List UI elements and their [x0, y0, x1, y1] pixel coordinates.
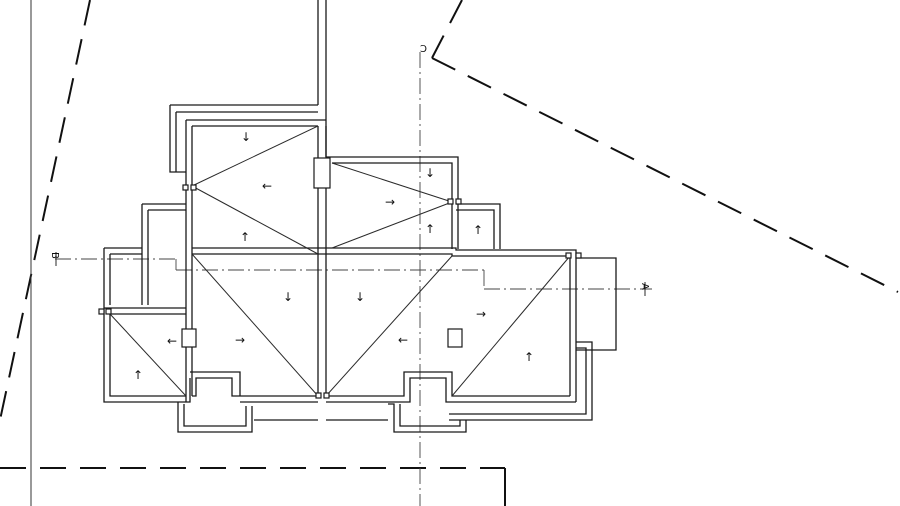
- access-path: [317, 0, 327, 105]
- roof-planes: [103, 119, 577, 403]
- section-labels: C B A: [49, 42, 650, 290]
- eaves-outline: [103, 104, 617, 433]
- section-axes: [55, 52, 652, 506]
- slope-mark: ↑: [240, 230, 250, 244]
- slope-mark: ↑: [425, 222, 435, 236]
- slope-mark: →: [235, 333, 245, 347]
- slope-mark: ↓: [283, 290, 293, 304]
- slope-mark: ←: [398, 333, 408, 347]
- slope-mark: →: [476, 307, 486, 321]
- section-mark-a: A: [639, 283, 650, 290]
- slope-marks: ↓ ← ↑ → ↓ ↑ ↑ ↓ ↓ → ← → ↑ ← → ↑: [133, 130, 534, 382]
- chimneys: [181, 157, 463, 348]
- slope-mark: ↓: [241, 130, 251, 144]
- section-mark-b: B: [49, 252, 60, 259]
- chimney-left: [181, 328, 197, 348]
- slope-mark: →: [385, 195, 395, 209]
- chimney-main: [313, 157, 331, 189]
- slope-mark: ↑: [473, 223, 483, 237]
- slope-mark: ←: [262, 179, 272, 193]
- hip-lines: [109, 125, 571, 397]
- slope-mark: ↓: [355, 290, 365, 304]
- slope-mark: ↓: [425, 166, 435, 180]
- slope-mark: ↑: [133, 368, 143, 382]
- section-mark-c: C: [420, 42, 427, 53]
- corner-markers: [98, 184, 582, 399]
- slope-mark: ←: [167, 334, 177, 348]
- chimney-right: [447, 328, 463, 348]
- slope-mark: ↑: [524, 350, 534, 364]
